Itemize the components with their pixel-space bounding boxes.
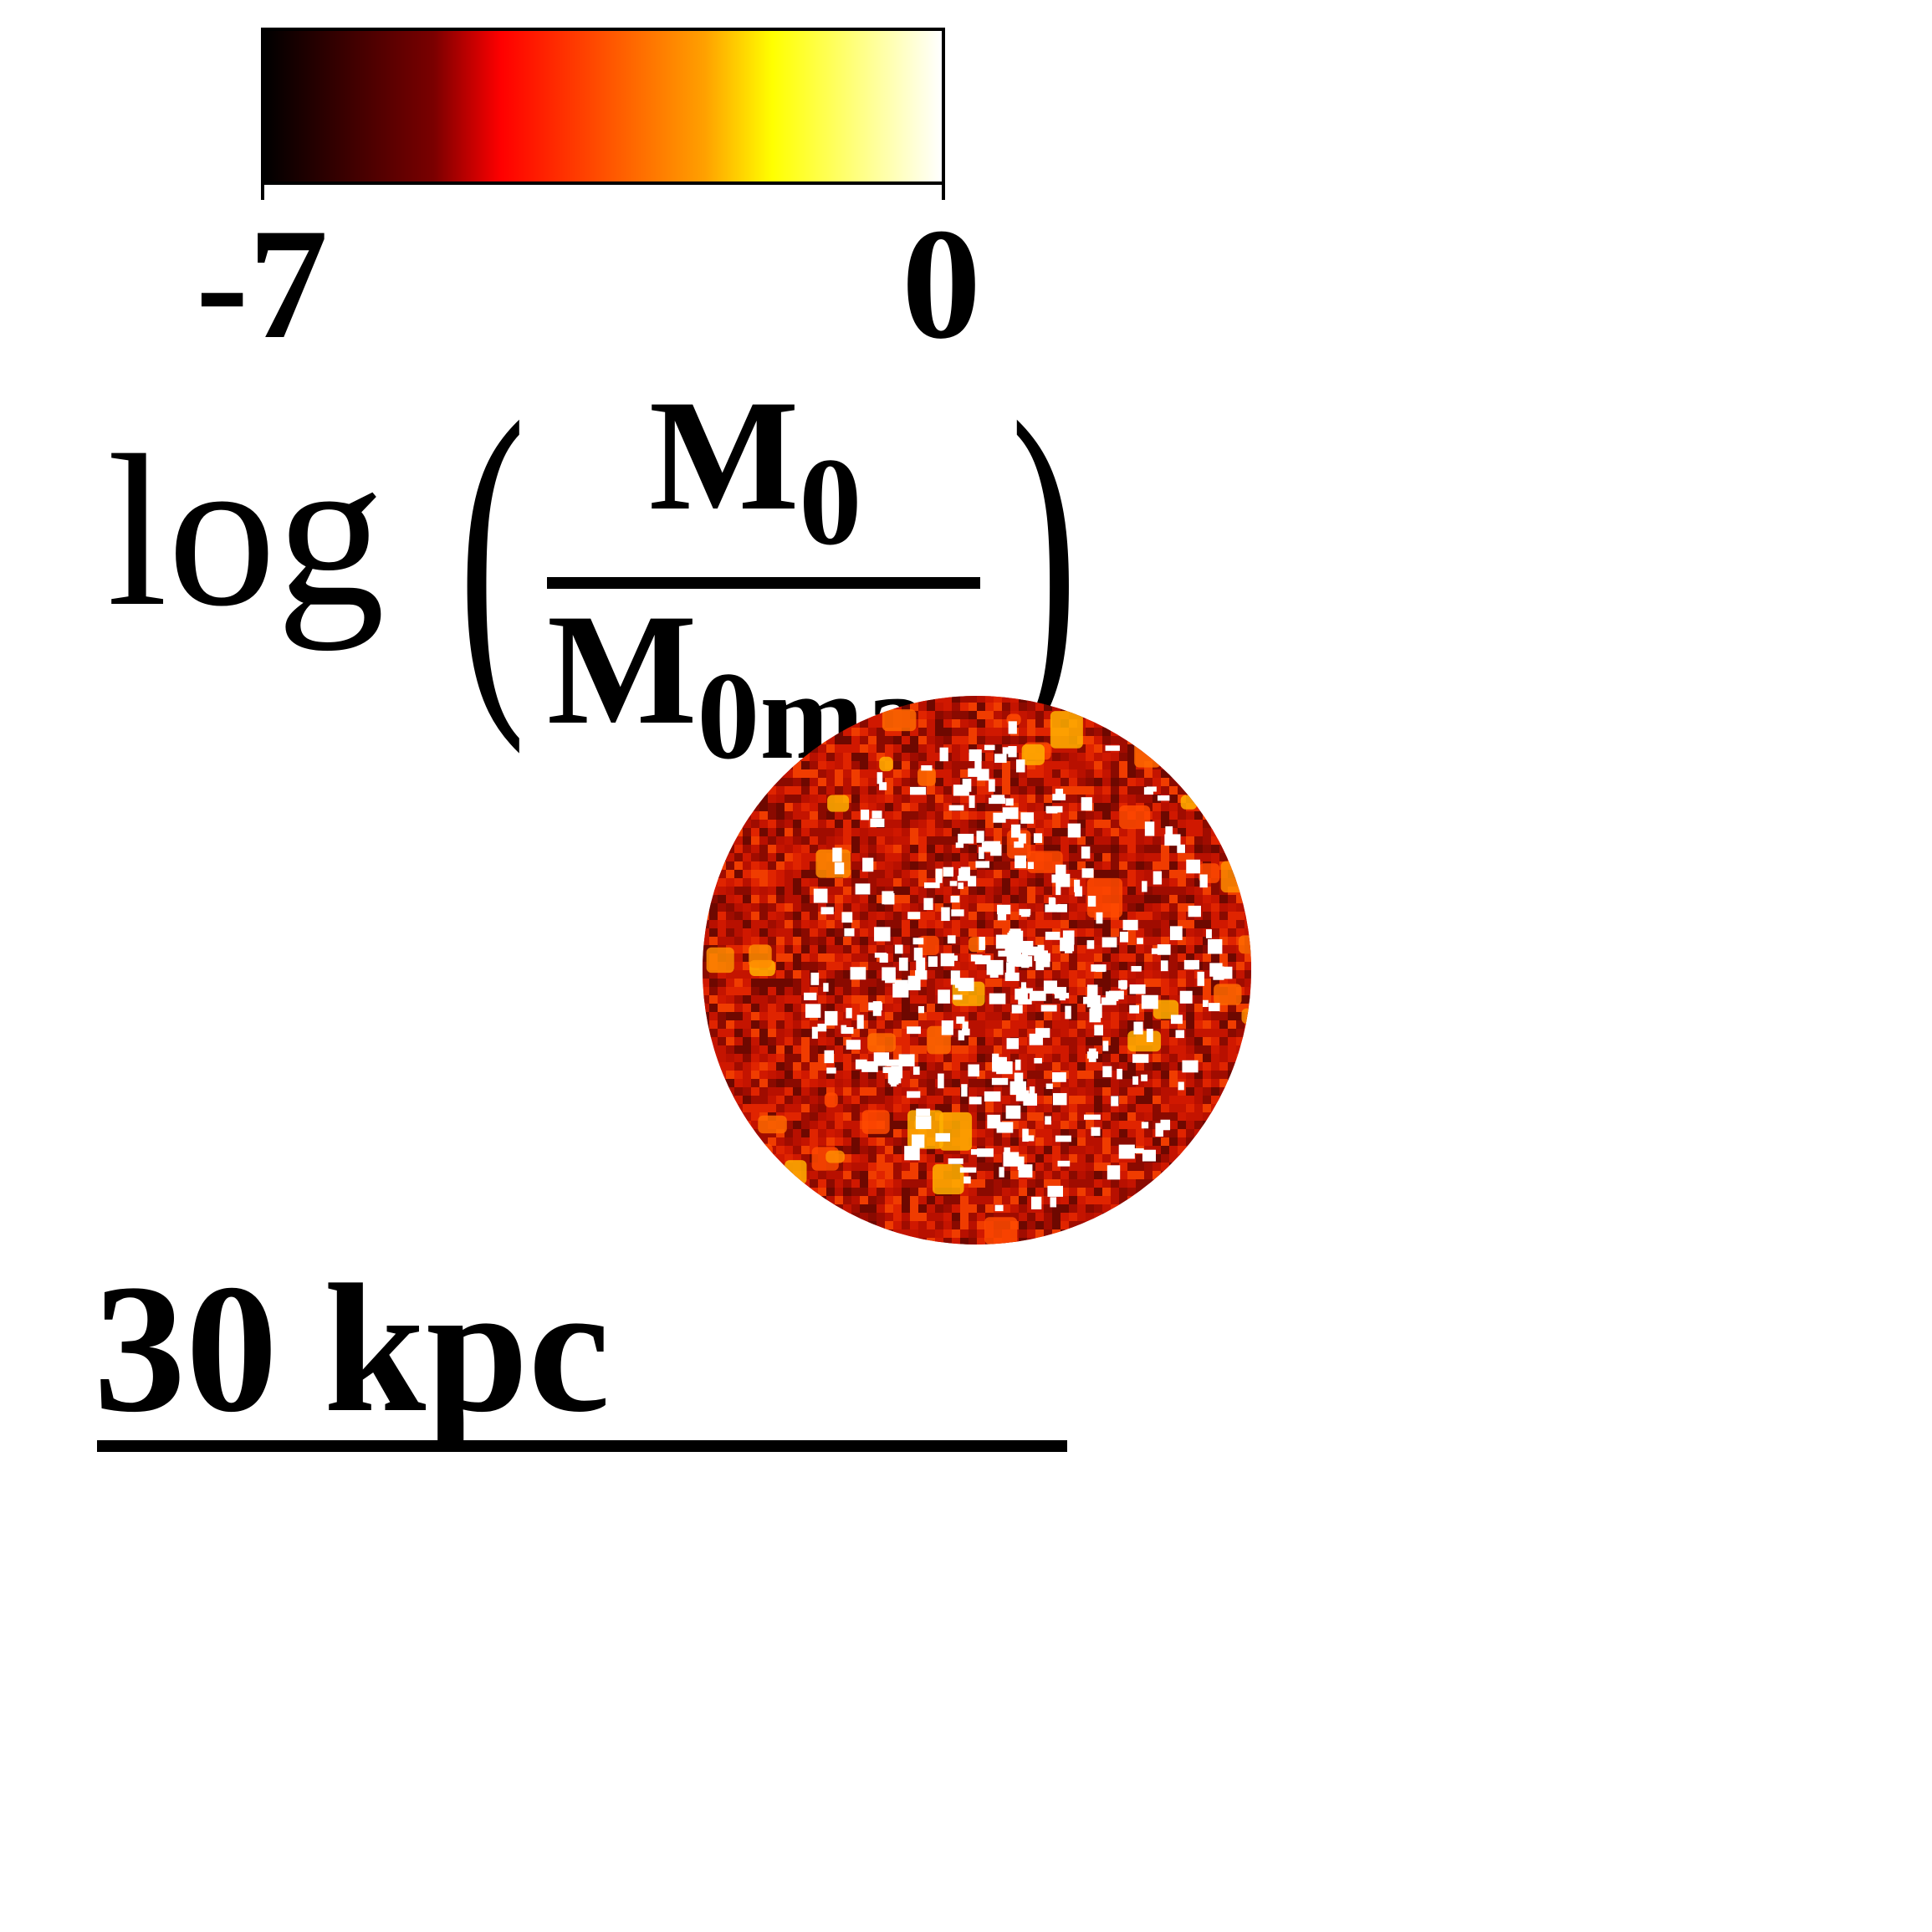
scale-bar-label: 30 kpc	[94, 1246, 611, 1450]
mass-map-disk	[703, 696, 1251, 1245]
colorbar-min-label: -7	[196, 197, 329, 372]
fraction-numerator: M0	[649, 376, 861, 565]
fraction-bar	[547, 577, 980, 589]
right-parenthesis: )	[1010, 348, 1078, 755]
colorbar-tick-min	[261, 185, 264, 200]
fraction-denominator: M0max	[547, 590, 989, 779]
denominator-symbol: M	[547, 582, 698, 758]
colorbar-tick-max	[942, 185, 945, 200]
log-label: log	[107, 411, 386, 652]
scale-bar	[97, 1440, 1067, 1452]
numerator-subscript: 0	[799, 432, 862, 571]
numerator-symbol: M	[649, 368, 800, 544]
mass-map-texture	[703, 696, 1251, 1245]
colorbar-max-label: 0	[902, 197, 981, 372]
colorbar	[261, 28, 945, 185]
left-parenthesis: (	[458, 348, 526, 755]
